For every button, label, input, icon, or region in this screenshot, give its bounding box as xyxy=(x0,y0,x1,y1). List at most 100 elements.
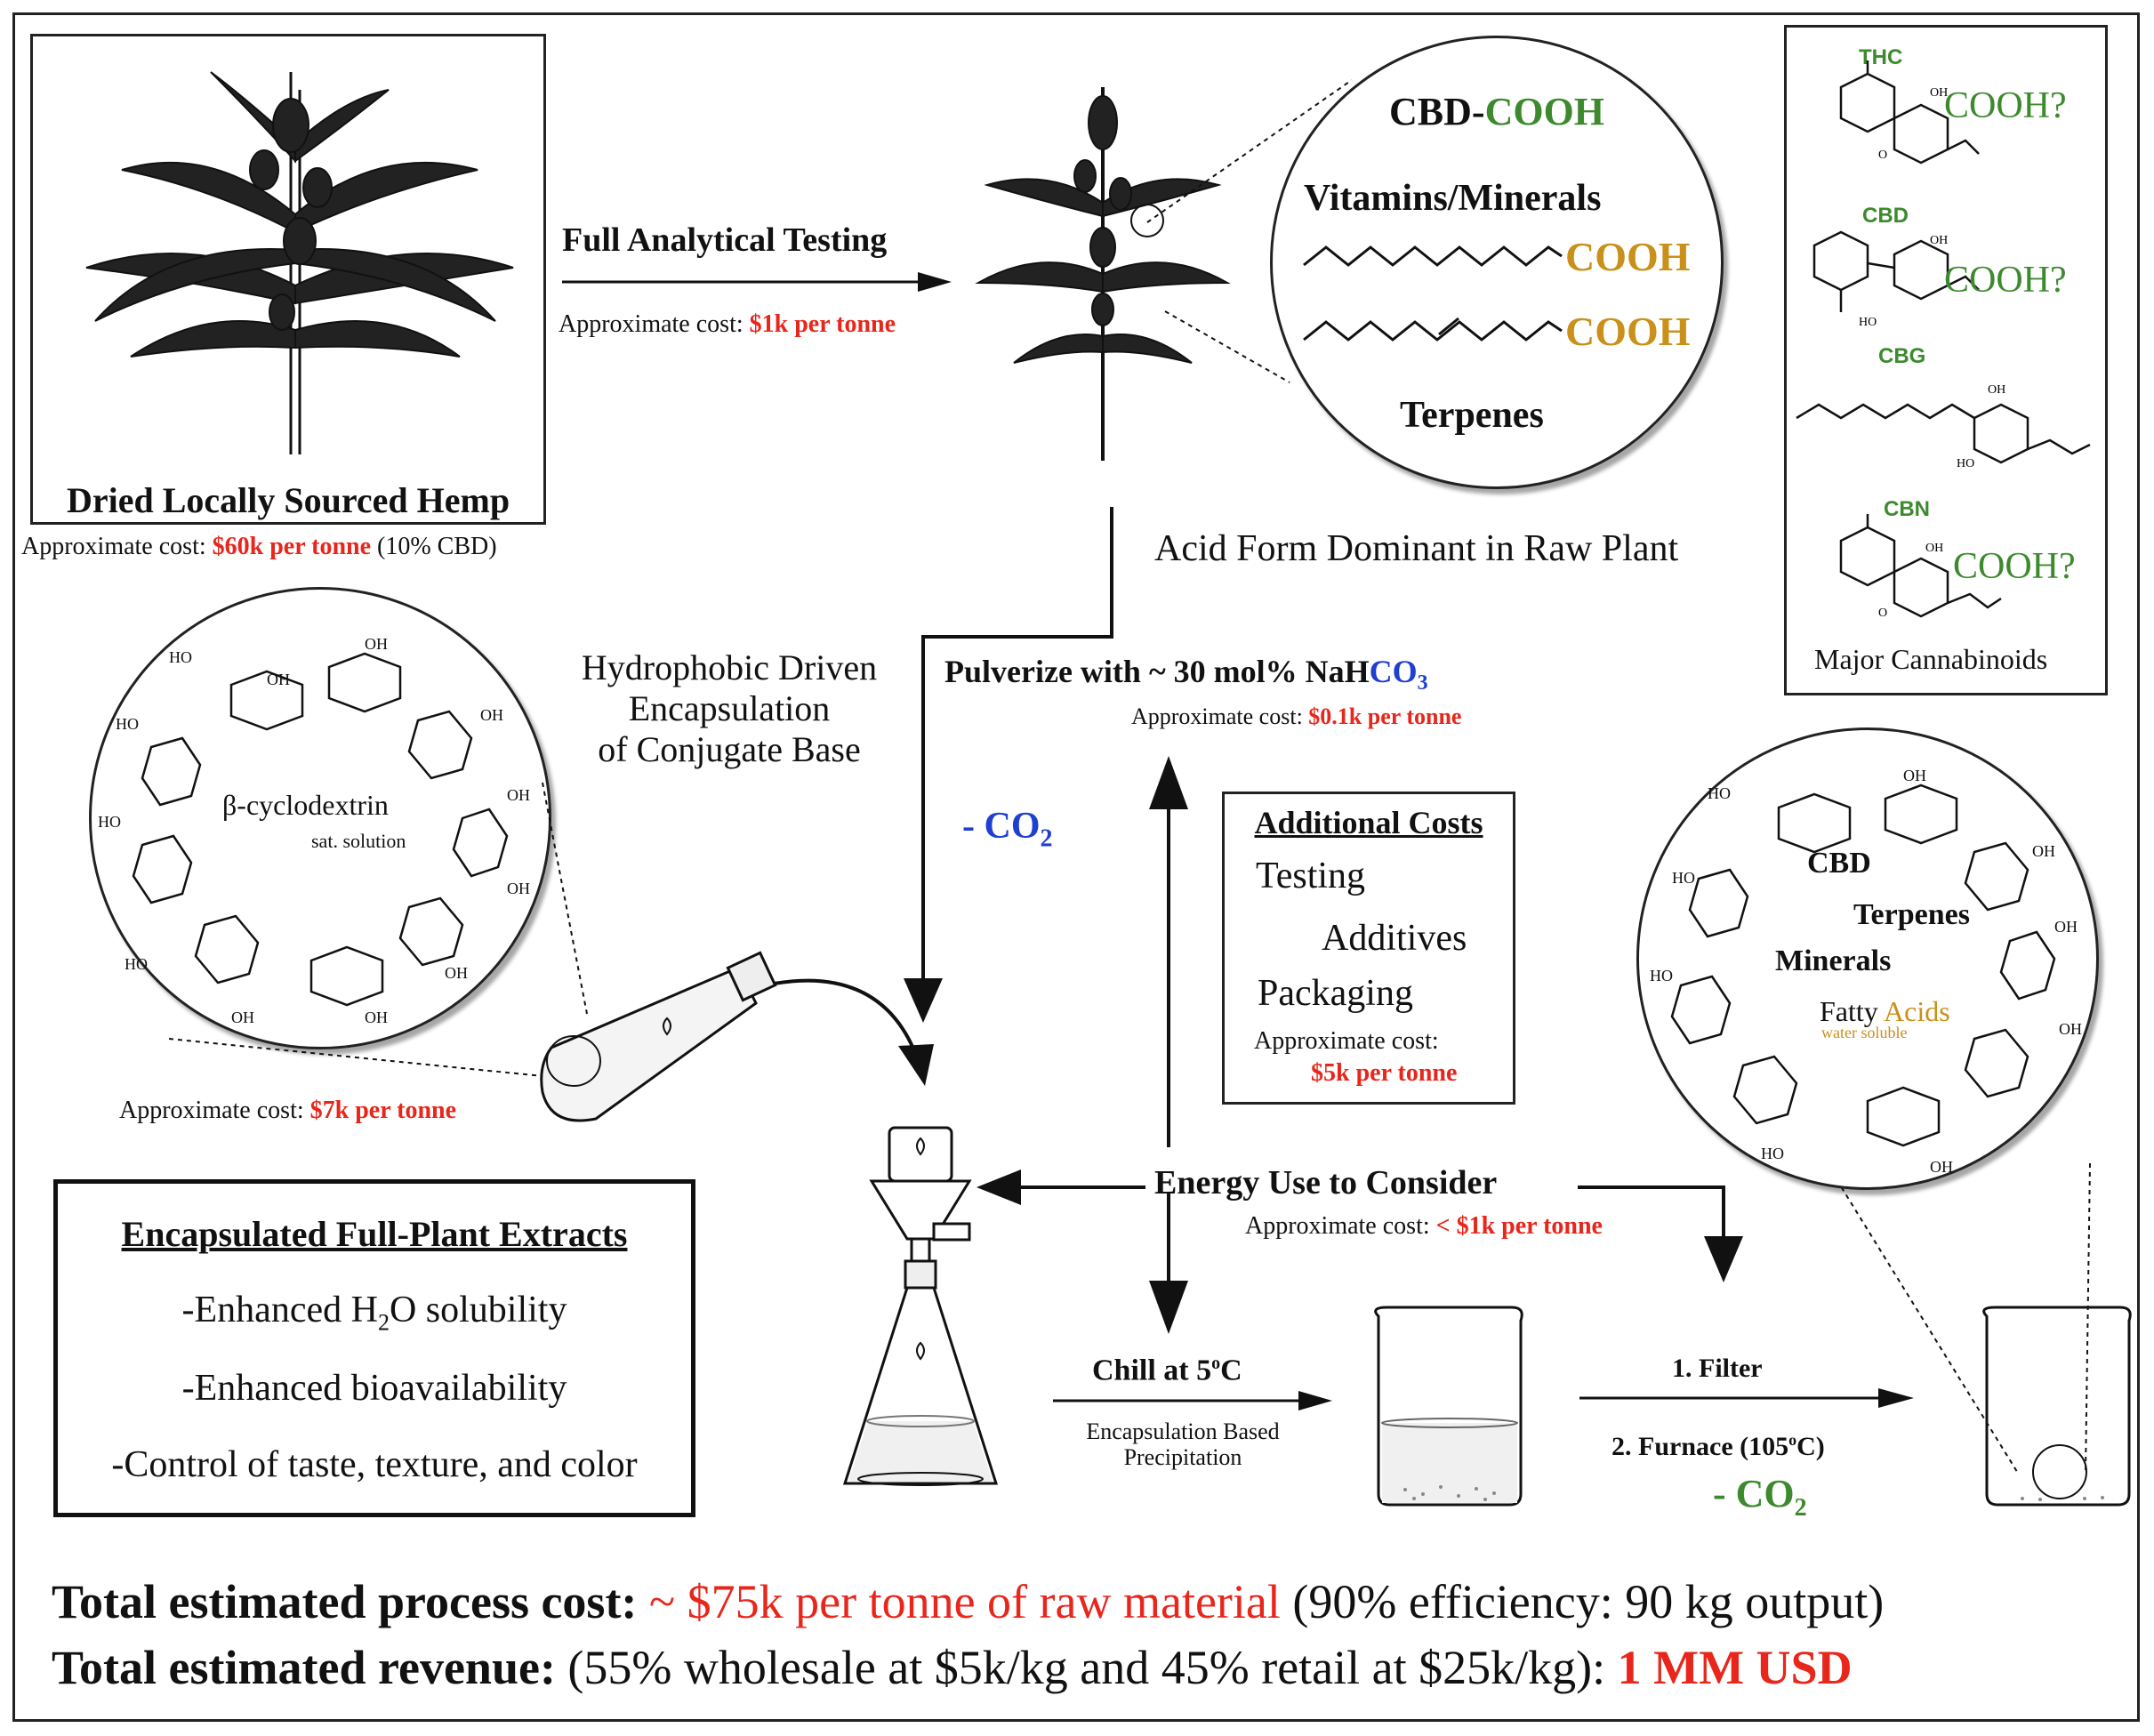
svg-text:OH: OH xyxy=(2032,842,2055,860)
total-revenue-mid: (55% wholesale at $5k/kg and 45% retail … xyxy=(567,1641,1618,1694)
pulverize-cost-value: $0.1k per tonne xyxy=(1308,703,1462,729)
svg-text:O: O xyxy=(1878,149,1887,162)
svg-text:OH: OH xyxy=(1930,1158,1953,1176)
total-revenue-value: 1 MM USD xyxy=(1617,1641,1853,1694)
zoom-cbd: CBD- xyxy=(1389,90,1485,133)
cbn-structure: OH O xyxy=(1839,514,2002,620)
hemp-cost-prefix: Approximate cost: xyxy=(21,533,213,560)
energy-cost-value: < $1k per tonne xyxy=(1435,1212,1603,1240)
chill-sup: o xyxy=(1211,1354,1221,1373)
svg-text:OH: OH xyxy=(1930,86,1948,100)
pulverize-text: Pulverize with ~ 30 mol% NaH xyxy=(944,654,1370,689)
cannabinoid-box xyxy=(1784,25,2108,695)
svg-text:HO: HO xyxy=(169,648,192,666)
middle-hemp-plant xyxy=(975,87,1231,461)
additional-item3: Packaging xyxy=(1258,973,1413,1014)
svg-text:OH: OH xyxy=(1988,383,2005,397)
minus-co2-left: - CO2 xyxy=(962,806,1053,853)
svg-text:OH: OH xyxy=(365,1009,388,1026)
extracts-line3: -Control of taste, texture, and color xyxy=(111,1444,638,1485)
zoom-vitamins: Vitamins/Minerals xyxy=(1304,178,1602,219)
testing-cost-value: $1k per tonne xyxy=(749,310,896,338)
total-revenue-label: Total estimated revenue: xyxy=(52,1641,568,1694)
encap-minerals: Minerals xyxy=(1775,944,1892,977)
minus-co2-left-sub: 2 xyxy=(1040,824,1053,853)
encap-dotted-lines xyxy=(1831,1162,2091,1475)
cbg-structure: OH HO xyxy=(1796,383,2091,470)
pulverize-cost-prefix: Approximate cost: xyxy=(1131,703,1309,729)
pulverize-cost: Approximate cost: $0.1k per tonne xyxy=(1131,703,1462,730)
thc-structure: OH O xyxy=(1839,60,1980,165)
acid-form-caption: Acid Form Dominant in Raw Plant xyxy=(1154,528,1679,569)
cyclodextrin-circle xyxy=(89,587,551,1049)
extracts-line2: -Enhanced bioavailability xyxy=(181,1368,567,1409)
hydrophobic-line3: of Conjugate Base xyxy=(598,729,861,769)
encap-water: water soluble xyxy=(1821,1024,1908,1041)
hemp-plant-illustration xyxy=(85,71,514,454)
svg-text:OH: OH xyxy=(231,1009,254,1026)
svg-text:OH: OH xyxy=(2059,1020,2082,1038)
minus-co2-left-text: - CO xyxy=(962,806,1041,847)
thc-cooh: COOH? xyxy=(1944,85,2067,126)
energy-left-arrow xyxy=(977,1169,1145,1205)
hydrophobic-line2: Encapsulation xyxy=(628,688,831,728)
zoom-cbd-cooh: CBD-COOH xyxy=(1389,90,1605,133)
svg-text:OH: OH xyxy=(1930,234,1948,247)
chill-sub2: Precipitation xyxy=(1123,1443,1242,1470)
svg-text:HO: HO xyxy=(1957,457,1974,470)
hydrophobic-line1: Hydrophobic Driven xyxy=(581,647,878,687)
hemp-caption: Dried Locally Sourced Hemp xyxy=(66,480,510,520)
additional-costs-box xyxy=(1222,792,1515,1105)
extracts-line1-a: -Enhanced H xyxy=(181,1290,378,1330)
filter-step2-suffix: C) xyxy=(1796,1432,1825,1461)
fatty-acid-1-cooh: COOH xyxy=(1565,234,1691,279)
svg-text:HO: HO xyxy=(1650,967,1673,985)
zoom-dotted-lines xyxy=(1146,79,1353,383)
svg-text:OH: OH xyxy=(1903,767,1926,784)
energy-cost-prefix: Approximate cost: xyxy=(1245,1212,1436,1240)
filter-step2: 2. Furnace (105oC) xyxy=(1611,1431,1825,1461)
svg-text:OH: OH xyxy=(365,635,388,653)
cbd-cooh: COOH? xyxy=(1944,260,2067,301)
energy-label: Energy Use to Consider xyxy=(1154,1164,1498,1202)
cyclodextrin-cost-prefix: Approximate cost: xyxy=(119,1097,310,1124)
additional-cost-prefix: Approximate cost: xyxy=(1254,1027,1439,1055)
cyclodextrin-name: β-cyclodextrin xyxy=(222,789,389,821)
fatty-acid-chain-2 xyxy=(1303,317,1563,342)
chill-sub: Encapsulation Based Precipitation xyxy=(1023,1419,1343,1470)
tilted-flask xyxy=(540,951,777,1122)
energy-vertical-arrows xyxy=(1149,756,1188,1334)
encap-fatty-acids: Fatty Acids xyxy=(1820,995,1950,1027)
hemp-cost: Approximate cost: $60k per tonne (10% CB… xyxy=(21,533,497,561)
encap-cbd: CBD xyxy=(1807,847,1871,880)
extracts-box xyxy=(53,1179,695,1517)
cbn-label: CBN xyxy=(1884,497,1930,521)
svg-text:OH: OH xyxy=(445,964,468,982)
cyclodextrin-cost-value: $7k per tonne xyxy=(309,1097,457,1124)
filter-sup: o xyxy=(1788,1431,1797,1449)
filter-step1: 1. Filter xyxy=(1672,1354,1763,1383)
pulverize-co3-sub: 3 xyxy=(1417,671,1428,695)
encap-terpenes: Terpenes xyxy=(1853,898,1970,931)
extracts-title: Encapsulated Full-Plant Extracts xyxy=(121,1214,628,1254)
chill-unit: C xyxy=(1220,1354,1242,1387)
energy-cost: Approximate cost: < $1k per tonne xyxy=(1245,1212,1603,1241)
additional-cost-value: $5k per tonne xyxy=(1311,1059,1458,1087)
svg-text:HO: HO xyxy=(1708,784,1731,802)
energy-right-arrow xyxy=(1578,1185,1743,1282)
total-revenue-line: Total estimated revenue: (55% wholesale … xyxy=(52,1641,1853,1694)
plant-to-funnel-arrow xyxy=(904,507,1113,1023)
zoom-cooh: COOH xyxy=(1484,90,1605,133)
svg-text:OH: OH xyxy=(507,786,530,804)
filter-co2-sub: 2 xyxy=(1794,1493,1807,1522)
thc-label: THC xyxy=(1859,45,1903,69)
testing-label: Full Analytical Testing xyxy=(562,221,888,259)
hemp-image-box: Dried Locally Sourced Hemp xyxy=(30,34,546,525)
pulverize-co3: CO xyxy=(1369,654,1418,689)
fatty-acid-2-cooh: COOH xyxy=(1565,309,1691,354)
curved-arrow-to-funnel xyxy=(773,978,934,1086)
filter-co2: - CO2 xyxy=(1713,1472,1807,1523)
beaker-final xyxy=(1982,1306,2132,1507)
